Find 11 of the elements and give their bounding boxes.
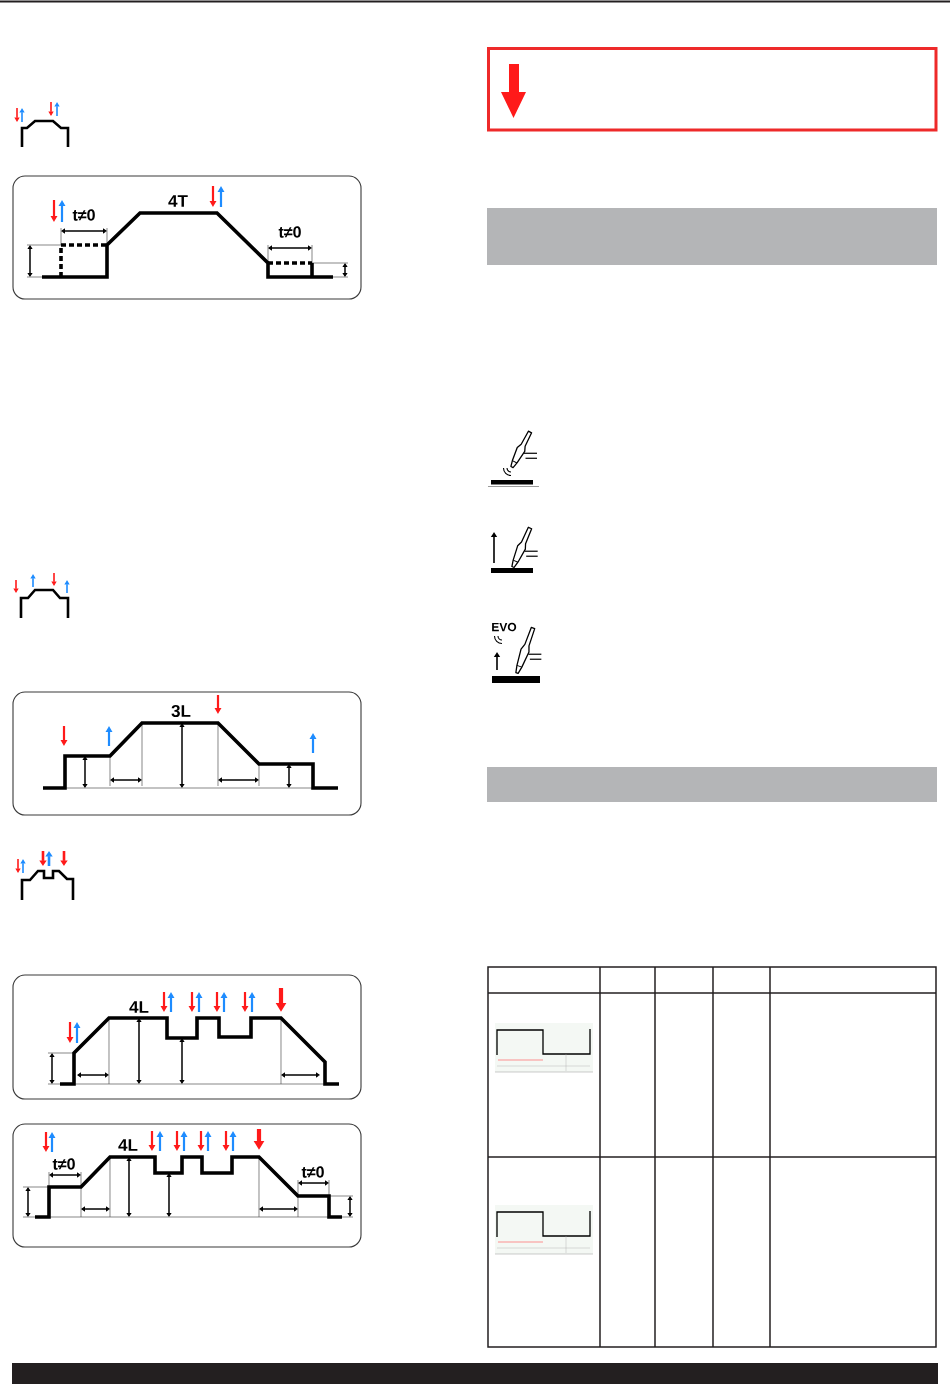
icon-label: EVO — [492, 622, 517, 632]
panel-label: 4T — [168, 195, 188, 207]
panel-label: 4L — [118, 1139, 138, 1151]
panel-label: t≠0 — [301, 1166, 324, 1178]
panel-label: t≠0 — [72, 209, 95, 221]
panel-label: t≠0 — [52, 1158, 75, 1170]
panel-label: 3L — [171, 705, 191, 718]
heading-bar — [487, 208, 937, 265]
panel-label: 4L — [129, 1001, 149, 1013]
panel-label: t≠0 — [278, 226, 301, 238]
heading-bar — [487, 767, 937, 802]
